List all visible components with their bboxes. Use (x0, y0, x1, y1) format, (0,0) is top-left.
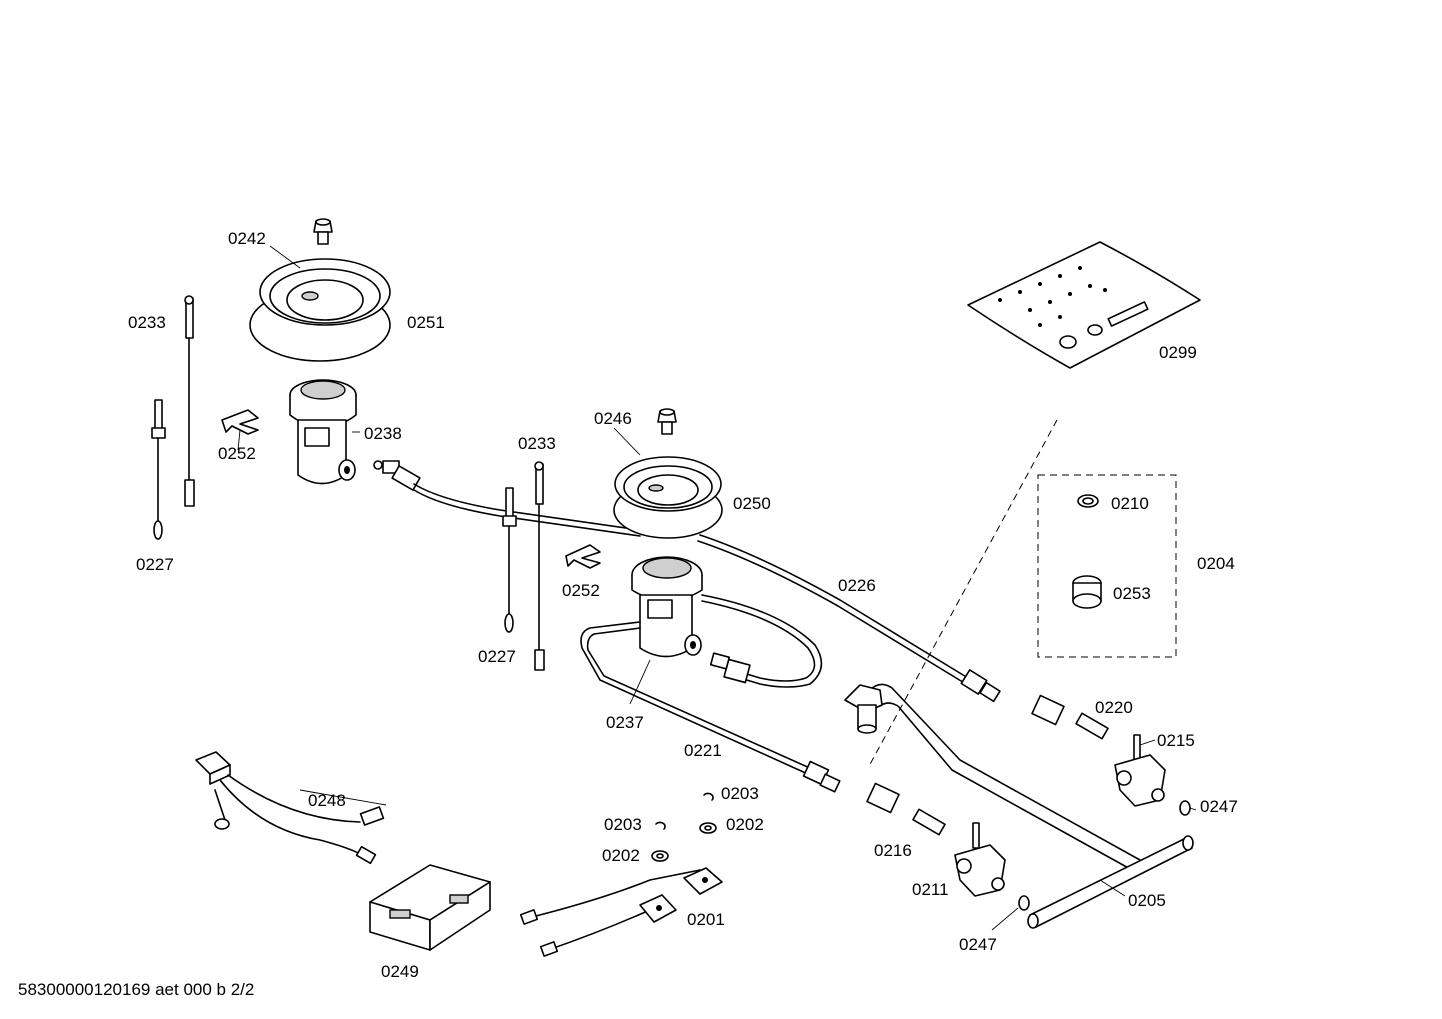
circlip-0203a (703, 792, 714, 801)
washer-0202b (651, 850, 669, 862)
label-0246: 0246 (594, 409, 632, 428)
nozzle-0220 (1031, 694, 1065, 726)
manifold-bar-0205 (844, 683, 1194, 929)
seal-0247a (1179, 800, 1191, 816)
injector-nozzle-0246 (657, 408, 677, 435)
label-0242: 0242 (228, 229, 266, 248)
cable-harness-0248 (195, 751, 385, 865)
ignition-electrode-0227-middle (502, 487, 517, 633)
burner-body-0238 (289, 379, 357, 485)
spark-switch-0201 (519, 867, 723, 957)
label-0203-upper: 0203 (721, 784, 759, 803)
label-0201: 0201 (687, 910, 725, 929)
label-0203-lower: 0203 (604, 815, 642, 834)
ignition-electrode-0227-left (151, 399, 166, 540)
label-0215: 0215 (1157, 731, 1195, 750)
label-0227-middle: 0227 (478, 647, 516, 666)
label-0238: 0238 (364, 424, 402, 443)
label-0250: 0250 (733, 494, 771, 513)
spark-generator-0249 (369, 864, 491, 951)
washer-0202a (699, 822, 717, 834)
label-0233-left: 0233 (128, 313, 166, 332)
burner-body-0237 (631, 556, 703, 658)
gas-pipe-left-burner (373, 460, 641, 537)
detail-box-0204 (1037, 474, 1177, 658)
label-0202-upper: 0202 (726, 815, 764, 834)
leader-lines (237, 245, 1197, 931)
injector-0215a (1075, 712, 1109, 740)
gas-pipe-loop-middle (580, 594, 823, 776)
burner-cap-0250 (613, 456, 723, 539)
clip-0252-left (221, 409, 259, 435)
label-0202-lower: 0202 (602, 846, 640, 865)
label-0237: 0237 (606, 713, 644, 732)
label-0248: 0248 (308, 791, 346, 810)
burner-cap-0251 (249, 258, 391, 362)
label-0227-left: 0227 (136, 555, 174, 574)
clip-0252-middle (565, 544, 601, 569)
injector-nozzle-0242 (313, 218, 333, 245)
label-0221: 0221 (684, 741, 722, 760)
label-0204: 0204 (1197, 554, 1235, 573)
label-0253: 0253 (1113, 584, 1151, 603)
label-0299: 0299 (1159, 343, 1197, 362)
thermocouple-0233-middle (534, 461, 545, 671)
seal-0247b (1018, 895, 1030, 911)
label-0211: 0211 (912, 880, 949, 899)
label-0252-left: 0252 (218, 444, 256, 463)
label-0220: 0220 (1095, 698, 1133, 717)
service-bag-0299 (967, 241, 1201, 369)
label-0252-middle: 0252 (562, 581, 600, 600)
label-0249: 0249 (381, 962, 419, 981)
injector-0216 (912, 808, 946, 836)
label-0216: 0216 (874, 841, 912, 860)
gas-pipe-0221-end (802, 760, 841, 793)
washer-0210 (1077, 494, 1099, 508)
label-0205: 0205 (1128, 891, 1166, 910)
nut-0253 (1072, 575, 1102, 609)
gas-valve-0211 (954, 822, 1006, 897)
label-0226: 0226 (838, 576, 876, 595)
label-0247-lower: 0247 (959, 935, 997, 954)
label-0210: 0210 (1111, 494, 1149, 513)
gas-pipe-0226 (697, 534, 1001, 703)
thermocouple-0233-left (184, 295, 195, 507)
label-0251: 0251 (407, 313, 445, 332)
nozzle-0216a (866, 782, 900, 814)
circlip-0203b (655, 821, 666, 830)
document-footer: 58300000120169 aet 000 b 2/2 (18, 980, 255, 999)
gas-valve-0215 (1114, 734, 1166, 807)
label-0233-middle: 0233 (518, 434, 556, 453)
label-0247-right: 0247 (1200, 797, 1238, 816)
callout-dash-bag (867, 419, 1058, 769)
